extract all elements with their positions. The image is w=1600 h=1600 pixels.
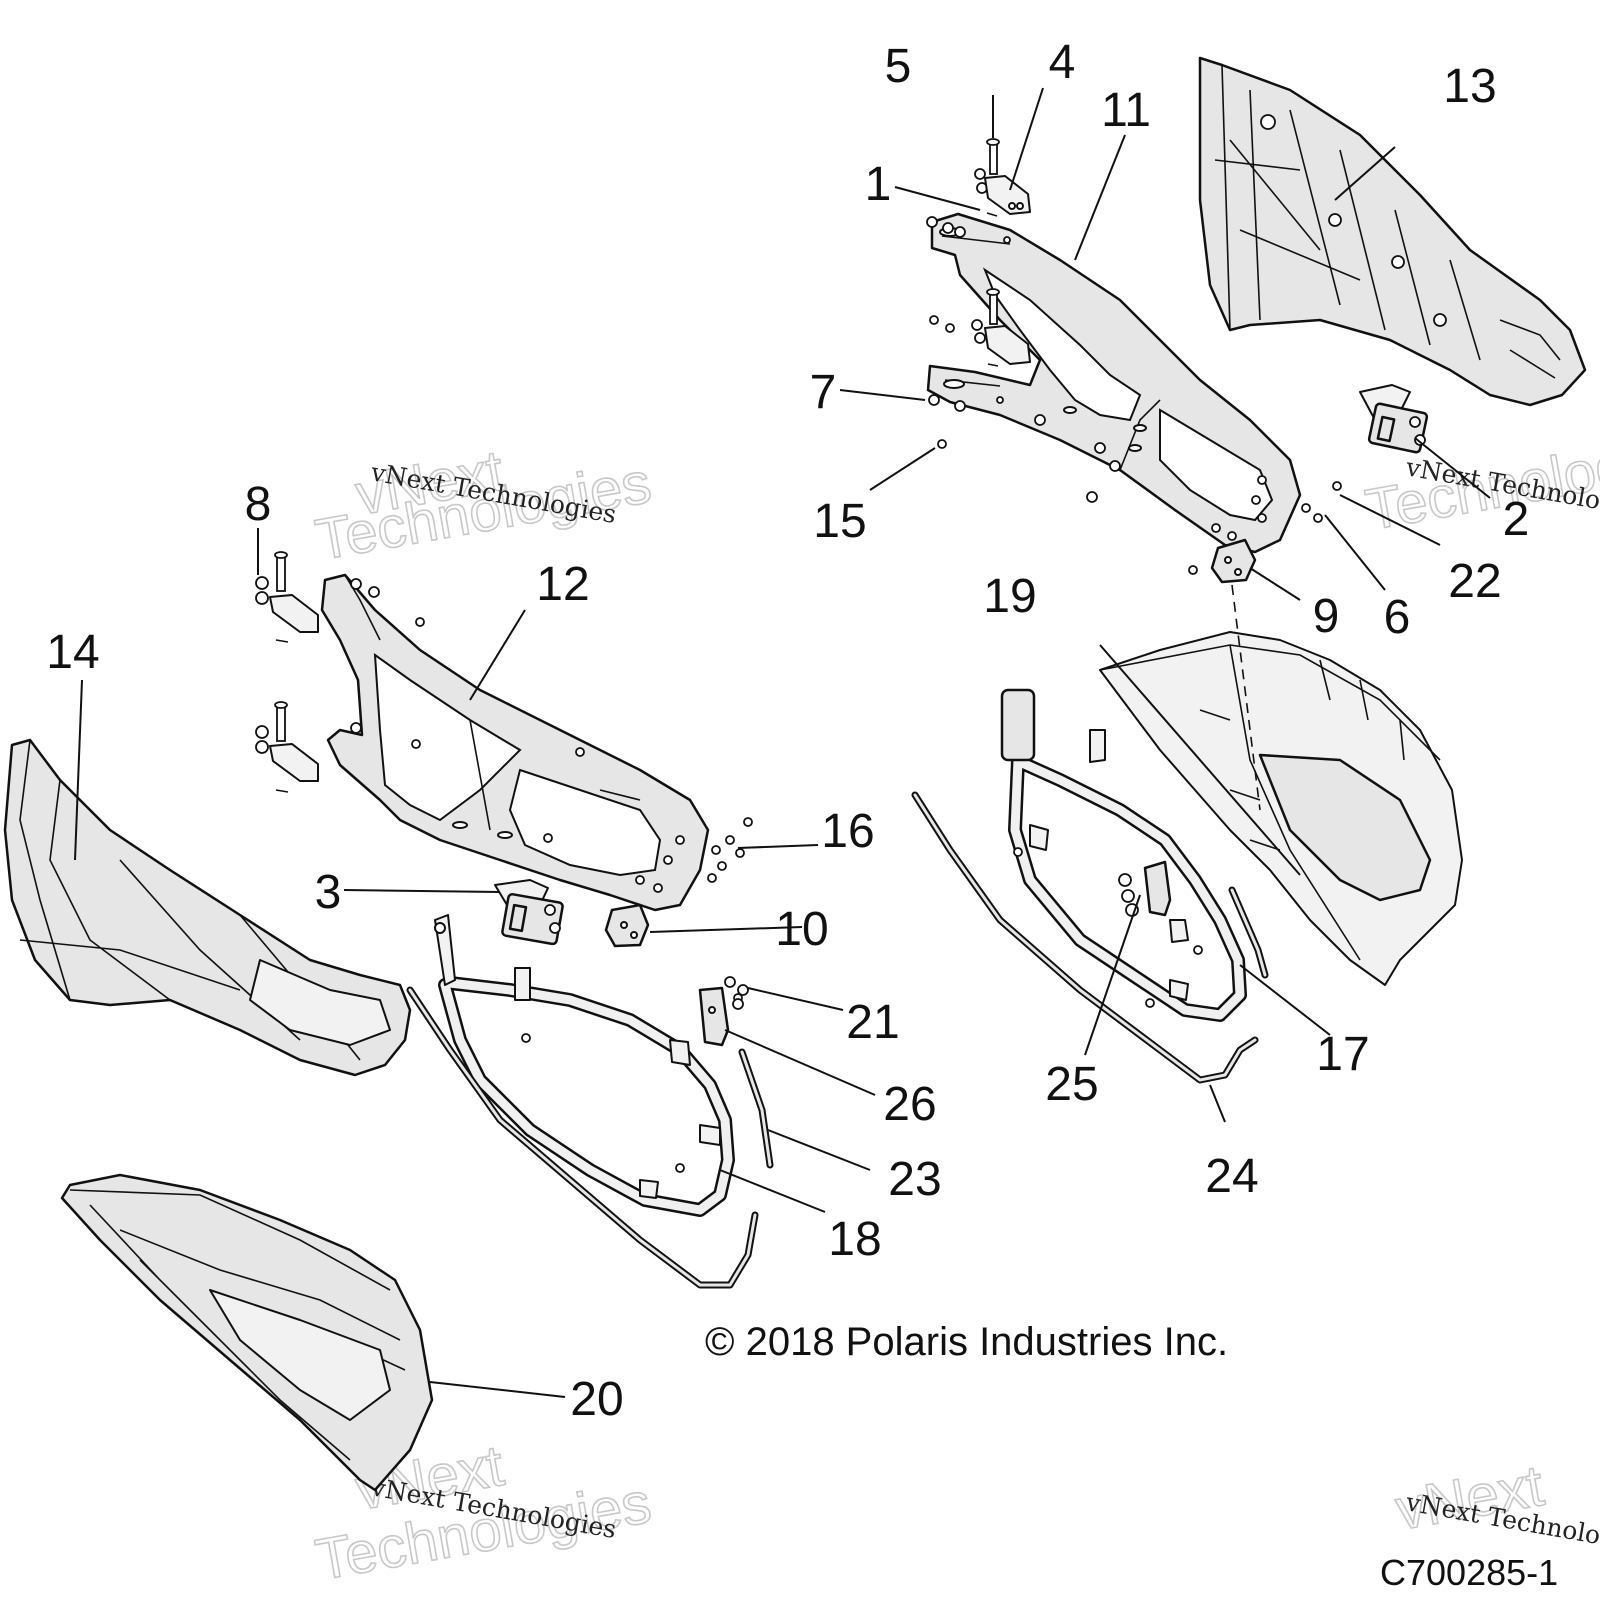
callout-3: 3 bbox=[315, 866, 342, 919]
front-lower-hinge bbox=[255, 701, 319, 793]
callout-15: 15 bbox=[813, 495, 866, 548]
front-latch-3 bbox=[494, 879, 564, 946]
callout-12: 12 bbox=[536, 558, 589, 611]
callout-25: 25 bbox=[1045, 1058, 1098, 1111]
callout-11: 11 bbox=[1101, 84, 1151, 137]
callout-18: 18 bbox=[828, 1213, 881, 1266]
watermark-top-left: vNext Technologies vNext Technologies bbox=[310, 437, 656, 573]
callout-13: 13 bbox=[1443, 60, 1496, 113]
front-door-panel-14 bbox=[3, 738, 412, 1077]
front-frame-screws bbox=[350, 578, 753, 883]
callout-16: 16 bbox=[821, 805, 874, 858]
rear-latch-2 bbox=[1359, 384, 1429, 454]
callout-22: 22 bbox=[1448, 555, 1501, 608]
callout-23: 23 bbox=[888, 1153, 941, 1206]
callout-9: 9 bbox=[1313, 590, 1340, 643]
front-bracket-26 bbox=[698, 976, 749, 1047]
rear-bracket-25 bbox=[1118, 860, 1172, 917]
rear-door-seal-24 bbox=[911, 791, 1269, 1084]
callout-24: 24 bbox=[1205, 1150, 1258, 1203]
front-door-frame-12 bbox=[320, 573, 710, 912]
callout-20: 20 bbox=[570, 1373, 623, 1426]
callout-17: 17 bbox=[1316, 1028, 1369, 1081]
callout-10: 10 bbox=[775, 903, 828, 956]
callout-8: 8 bbox=[245, 478, 272, 531]
rear-upper-hinge-4 bbox=[974, 138, 1031, 217]
rear-door-inner-panel-19 bbox=[1099, 631, 1463, 986]
front-door-seal bbox=[406, 986, 759, 1289]
front-striker-plate-10 bbox=[604, 903, 650, 948]
front-upper-hinge-8 bbox=[255, 551, 319, 643]
callout-19: 19 bbox=[983, 570, 1036, 623]
rear-door-panel-13 bbox=[1198, 56, 1587, 407]
lower-door-panel-20 bbox=[60, 1173, 434, 1492]
rear-frame-screws bbox=[926, 216, 1342, 575]
callout-2: 2 bbox=[1503, 493, 1530, 546]
rear-door-tube-frame-17 bbox=[1000, 688, 1247, 1022]
front-seal-strip-23 bbox=[738, 1048, 774, 1169]
rear-lower-hinge bbox=[971, 288, 1031, 367]
callout-1: 1 bbox=[865, 158, 892, 211]
watermark-bottom-right: vNext vNext Technologies bbox=[1390, 1452, 1600, 1559]
leader-lines bbox=[74, 87, 1491, 1398]
callout-6: 6 bbox=[1384, 591, 1411, 644]
copyright-notice: © 2018 Polaris Industries Inc. bbox=[705, 1320, 1228, 1364]
drawing-id: C700285-1 bbox=[1380, 1552, 1558, 1593]
callout-labels: 5 4 11 1 13 2 22 6 9 7 15 19 17 25 24 8 … bbox=[46, 36, 1529, 1426]
callout-14: 14 bbox=[46, 626, 99, 679]
front-door-tube-frame-18 bbox=[434, 914, 743, 1217]
callout-26: 26 bbox=[883, 1078, 936, 1131]
callout-5: 5 bbox=[885, 40, 912, 93]
rear-striker-plate-9 bbox=[1210, 538, 1257, 584]
rear-striker-alignment-line bbox=[1231, 584, 1261, 811]
callout-7: 7 bbox=[810, 366, 837, 419]
callout-21: 21 bbox=[846, 996, 899, 1049]
callout-4: 4 bbox=[1049, 36, 1076, 89]
